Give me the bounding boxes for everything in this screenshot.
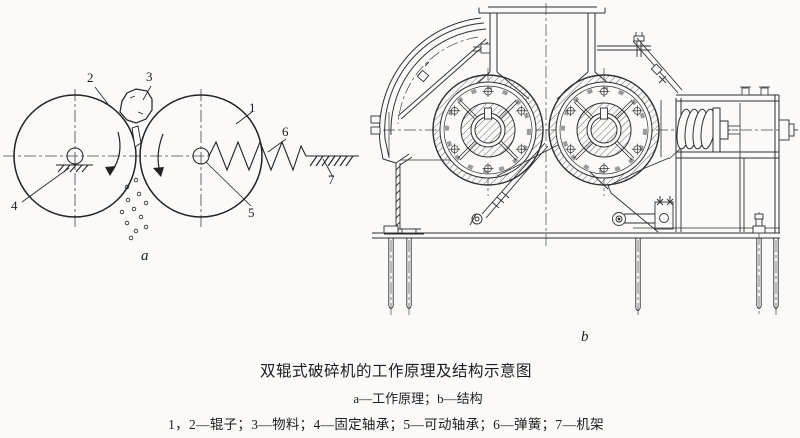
callout-3: 3 — [146, 69, 153, 84]
callout-6: 6 — [282, 124, 289, 139]
figure-title: 双辊式破碎机的工作原理及结构示意图 — [259, 363, 532, 380]
spring-assembly — [660, 86, 798, 233]
figure-drawing — [3, 3, 798, 316]
roller-2-circle — [13, 94, 137, 218]
figure-legend: 1，2—辊子；3—物料；4—固定轴承；5—可动轴承；6—弹簧；7—机架 — [168, 417, 604, 432]
structure-diagram — [370, 3, 798, 316]
roller-1-circle — [139, 94, 263, 218]
principle-diagram — [3, 85, 359, 241]
tie-rod — [469, 142, 559, 226]
subfigure-a-label: a — [141, 248, 149, 264]
structure-roller-left — [431, 73, 545, 187]
callout-2: 2 — [87, 70, 94, 85]
structure-roller-right — [547, 73, 661, 187]
subfigure-b-label: b — [581, 329, 589, 345]
spring-symbol — [208, 140, 307, 172]
link-assembly — [612, 196, 674, 230]
callout-5: 5 — [248, 205, 255, 220]
material-lump — [119, 88, 153, 124]
crushed-particles — [119, 177, 149, 241]
callout-4: 4 — [11, 198, 18, 213]
callout-1: 1 — [249, 100, 256, 115]
top-right-bracket — [597, 32, 683, 94]
base-plate — [372, 227, 780, 239]
guard-strut — [397, 38, 489, 120]
left-wall — [370, 112, 470, 235]
nip-material — [131, 125, 142, 148]
anchor-bolts — [382, 213, 779, 311]
leader-lines — [21, 85, 334, 207]
callout-7: 7 — [328, 172, 335, 187]
fixed-bearing-symbol — [56, 164, 93, 173]
discharge-chute — [589, 157, 670, 233]
figure-subtitle: a—工作原理；b—结构 — [353, 391, 483, 406]
frame-wall-symbol — [306, 155, 359, 167]
figure-caption: 双辊式破碎机的工作原理及结构示意图 a—工作原理；b—结构 1，2—辊子；3—物… — [0, 359, 800, 433]
